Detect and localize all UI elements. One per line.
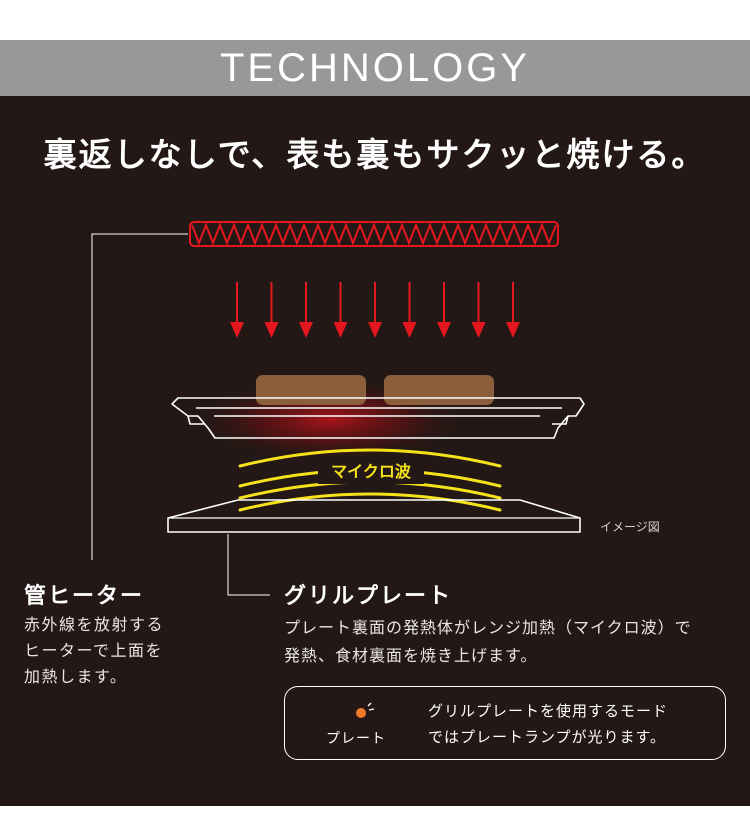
heat-arrow-head <box>333 322 348 338</box>
plate-lamp-label: プレート <box>326 731 386 747</box>
heat-arrow-head <box>402 322 417 338</box>
heat-arrow-head <box>506 322 520 338</box>
grill-plate-description: プレート裏面の発熱体がレンジ加熱（マイクロ波）で 発熱、食材裏面を焼き上げます。 <box>284 614 692 670</box>
heater-title: 管ヒーター <box>24 584 145 609</box>
grill-plate <box>167 499 581 533</box>
heat-arrow-head <box>299 322 313 338</box>
tube-heater <box>189 221 559 247</box>
heat-arrow-head <box>471 322 486 338</box>
heat-arrow-head <box>230 322 244 338</box>
grill-desc-line: 発熱、食材裏面を焼き上げます。 <box>284 646 538 665</box>
microwave-label: マイクロ波 <box>331 462 412 481</box>
mode-desc-line: ではプレートランプが光ります。 <box>428 728 667 746</box>
grill-tray <box>171 397 585 439</box>
mode-description: グリルプレートを使用するモード ではプレートランプが光ります。 <box>428 698 668 750</box>
grill-desc-line: プレート裏面の発熱体がレンジ加熱（マイクロ波）で <box>284 618 692 637</box>
heat-arrow-head <box>437 322 451 338</box>
heat-arrow-head <box>368 322 382 338</box>
mode-desc-line: グリルプレートを使用するモード <box>428 702 669 720</box>
header-band <box>0 40 750 96</box>
grill-plate-title: グリルプレート <box>284 584 453 609</box>
heater-desc-line: 赤外線を放射する <box>24 615 165 634</box>
plate-lamp-icon <box>356 702 375 718</box>
header-title: TECHNOLOGY <box>219 46 531 90</box>
heat-arrows <box>230 282 520 338</box>
image-note: イメージ図 <box>600 520 660 534</box>
headline: 裏返しなしで、表も裏もサクッと焼ける。 <box>43 135 707 174</box>
heat-arrow-head <box>264 322 279 338</box>
heater-desc-line: ヒーターで上面を <box>24 641 164 660</box>
heater-leader-line <box>91 233 188 560</box>
plate-leader-line <box>227 534 270 596</box>
heater-description: 赤外線を放射する ヒーターで上面を 加熱します。 <box>24 612 164 690</box>
food-piece-right <box>384 375 494 405</box>
heater-desc-line: 加熱します。 <box>24 667 128 686</box>
food-piece-left <box>256 375 366 405</box>
mode-info-box <box>284 686 726 760</box>
